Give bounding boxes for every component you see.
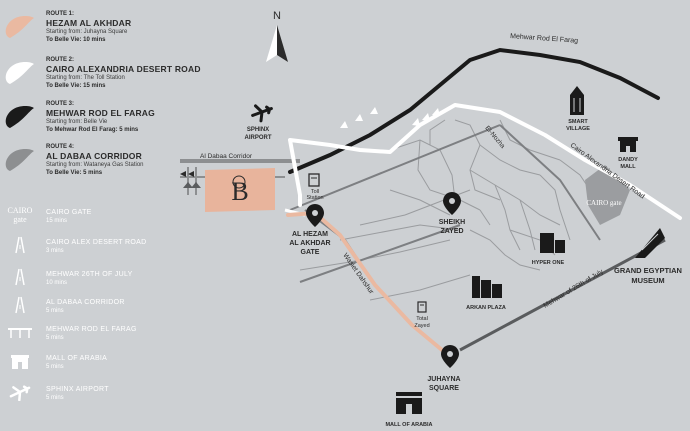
place-label-sphinx-airport-1: SPHINX bbox=[247, 127, 269, 133]
destination-name: AL DABAA CORRIDOR bbox=[46, 299, 125, 306]
route-4-name: AL DABAA CORRIDOR bbox=[46, 151, 142, 161]
place-label-sheikh-zayed-1: SHEIKH bbox=[439, 219, 465, 226]
place-label-hyper-one: HYPER ONE bbox=[532, 260, 565, 266]
route-3-name: MEHWAR ROD EL FARAG bbox=[46, 108, 155, 118]
place-label-gem-1: GRAND EGYPTIAN bbox=[614, 266, 682, 275]
place-label-dandy-mall-2: MALL bbox=[620, 164, 636, 170]
route-3-swatch-icon bbox=[5, 105, 35, 128]
legend-destination-sphinx-airport: SPHINX AIRPORT 5 mins bbox=[46, 385, 211, 402]
destination-time: 5 mins bbox=[46, 308, 64, 314]
pin-icon-sheikh-zayed bbox=[443, 192, 461, 215]
road-label-al-dabaa-corridor: Al Dabaa Corridor bbox=[200, 153, 253, 160]
arkan-plaza-icon bbox=[472, 276, 502, 298]
belle-vie-logo: B bbox=[231, 177, 248, 206]
smart-village-icon bbox=[570, 86, 584, 115]
route-2-number: ROUTE 2: bbox=[46, 57, 75, 63]
road-icon bbox=[15, 268, 25, 286]
place-label-smart-village-1: SMART bbox=[568, 119, 588, 125]
place-label-smart-village-2: VILLAGE bbox=[566, 126, 590, 132]
street-network bbox=[299, 119, 591, 301]
route-2-to: To Belle Vie: 15 mins bbox=[46, 83, 106, 89]
route-1-number: ROUTE 1: bbox=[46, 11, 75, 17]
place-label-mall-of-arabia: MALL OF ARABIA bbox=[385, 422, 432, 428]
route-2-swatch-icon bbox=[5, 61, 35, 84]
road-icon bbox=[15, 236, 25, 254]
place-label-juhayna-1: JUHAYNA bbox=[427, 376, 460, 383]
place-label-sphinx-airport-2: AIRPORT bbox=[245, 135, 272, 141]
legend-destination-cairo-gate: CAIRO GATE 15 mins bbox=[46, 208, 211, 225]
hyper-one-icon bbox=[540, 233, 565, 253]
airplane-icon bbox=[9, 385, 31, 401]
road-icon bbox=[15, 296, 25, 314]
place-label-toll-2: Station bbox=[306, 195, 323, 201]
belle-vie-plot: B bbox=[183, 167, 275, 212]
destination-time: 5 mins bbox=[46, 395, 64, 401]
place-label-juhayna-2: SQUARE bbox=[429, 385, 459, 392]
pin-icon-juhayna-square bbox=[441, 345, 459, 368]
destination-name: MEHWAR 26TH OF JULY bbox=[46, 271, 133, 278]
route-2-from: Starting from: The Toll Station bbox=[46, 75, 125, 81]
legend-destination-cairo-alex-road: CAIRO ALEX DESERT ROAD 3 mins bbox=[46, 238, 211, 255]
fuel-station-icon bbox=[417, 301, 427, 313]
place-label-toll-1: Toll bbox=[311, 189, 319, 195]
cairo-gate-logo: CAIRO gate bbox=[586, 199, 621, 207]
route-3-from: Starting from: Belle Vie bbox=[46, 119, 108, 125]
route-3-mehwar-rod-el-farag bbox=[288, 47, 660, 174]
destination-name: MEHWAR ROD EL FARAG bbox=[46, 326, 137, 333]
pin-icon-hezam-gate bbox=[306, 204, 324, 227]
destination-time: 5 mins bbox=[46, 335, 64, 341]
cairo-gate-logo-text: CAIRO gate bbox=[7, 206, 33, 224]
north-label: N bbox=[273, 10, 281, 22]
place-label-hezam-1: AL HEZAM bbox=[292, 231, 328, 238]
legend-destination-mehwar-26th-july: MEHWAR 26TH OF JULY 10 mins bbox=[46, 270, 211, 287]
corridor-arrows bbox=[180, 171, 194, 177]
north-arrow-icon bbox=[266, 25, 288, 62]
destination-time: 3 mins bbox=[46, 248, 64, 254]
destination-time: 15 mins bbox=[46, 218, 68, 224]
place-label-sheikh-zayed-2: ZAYED bbox=[440, 228, 463, 235]
destination-name: SPHINX AIRPORT bbox=[46, 386, 109, 393]
legend-destination-mall-of-arabia: MALL OF ARABIA 5 mins bbox=[46, 354, 211, 371]
route-3-number: ROUTE 3: bbox=[46, 101, 75, 107]
route-mehwar-26th-july bbox=[459, 238, 666, 352]
grand-egyptian-museum-icon bbox=[635, 228, 665, 258]
route-2-cairo-alex-desert-road bbox=[288, 103, 682, 220]
place-label-arkan-plaza: ARKAN PLAZA bbox=[466, 305, 506, 311]
legend-destination-al-dabaa: AL DABAA CORRIDOR 5 mins bbox=[46, 298, 211, 315]
route-4-to: To Belle Vie: 5 mins bbox=[46, 170, 103, 176]
direction-arrows bbox=[340, 107, 440, 128]
place-label-total-1: Total bbox=[416, 316, 428, 322]
dandy-mall-icon bbox=[618, 137, 638, 152]
route-1-from: Starting from: Juhayna Square bbox=[46, 29, 128, 35]
legend-panel: ROUTE 1: HEZAM AL AKHDAR Starting from: … bbox=[0, 0, 215, 431]
place-label-hezam-2: AL AKHDAR bbox=[289, 240, 330, 247]
airplane-icon bbox=[251, 104, 273, 123]
legend-destination-mehwar-rod-el-farag: MEHWAR ROD EL FARAG 5 mins bbox=[46, 325, 211, 342]
route-3-to: To Mehwar Rod El Farag: 5 mins bbox=[46, 127, 139, 133]
route-1-name: HEZAM AL AKHDAR bbox=[46, 18, 132, 28]
place-label-dandy-mall-1: DANDY bbox=[618, 157, 638, 163]
toll-station-icon bbox=[308, 173, 320, 187]
destination-name: CAIRO ALEX DESERT ROAD bbox=[46, 239, 147, 246]
place-label-total-2: Zayed bbox=[414, 323, 429, 329]
destination-time: 5 mins bbox=[46, 364, 64, 370]
place-label-hezam-3: GATE bbox=[301, 249, 320, 256]
route-1-swatch-icon bbox=[5, 15, 35, 38]
route-4-from: Starting from: Wataneya Gas Station bbox=[46, 162, 144, 168]
destination-name: CAIRO GATE bbox=[46, 209, 92, 216]
route-4-swatch-icon bbox=[5, 148, 35, 171]
mall-of-arabia-icon bbox=[396, 392, 422, 414]
place-label-gem-2: MUSEUM bbox=[631, 276, 664, 285]
mall-icon bbox=[11, 355, 29, 369]
destination-name: MALL OF ARABIA bbox=[46, 355, 108, 362]
cairo-gate-logo-icon: CAIRO gate bbox=[6, 206, 34, 224]
destination-time: 10 mins bbox=[46, 280, 68, 286]
road-label-mehwar-rod-el-farag: Mehwar Rod El Farag bbox=[510, 33, 579, 45]
route-1-to: To Belle Vie: 10 mins bbox=[46, 37, 106, 43]
route-2-name: CAIRO ALEXANDRIA DESERT ROAD bbox=[46, 64, 201, 74]
bridge-icon bbox=[8, 328, 32, 338]
route-4-number: ROUTE 4: bbox=[46, 144, 75, 150]
